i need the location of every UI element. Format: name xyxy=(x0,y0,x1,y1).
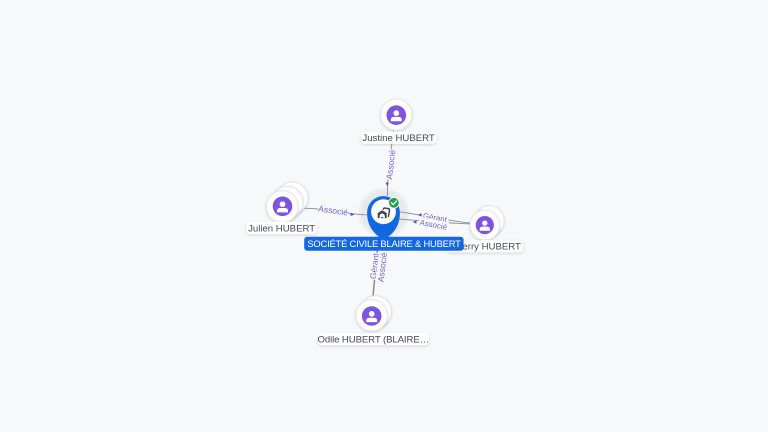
svg-text:Thierry HUBERT: Thierry HUBERT xyxy=(449,242,521,253)
svg-text:Odile HUBERT (BLAIRE…: Odile HUBERT (BLAIRE… xyxy=(317,335,429,346)
svg-text:Julien HUBERT: Julien HUBERT xyxy=(248,223,315,234)
svg-text:Justine HUBERT: Justine HUBERT xyxy=(362,133,434,144)
svg-text:Associé: Associé xyxy=(384,149,398,180)
svg-text:SOCIÉTÉ CIVILE BLAIRE & HUBERT: SOCIÉTÉ CIVILE BLAIRE & HUBERT xyxy=(307,238,461,249)
svg-text:Associé: Associé xyxy=(318,203,349,217)
svg-text:Associé: Associé xyxy=(376,252,390,283)
